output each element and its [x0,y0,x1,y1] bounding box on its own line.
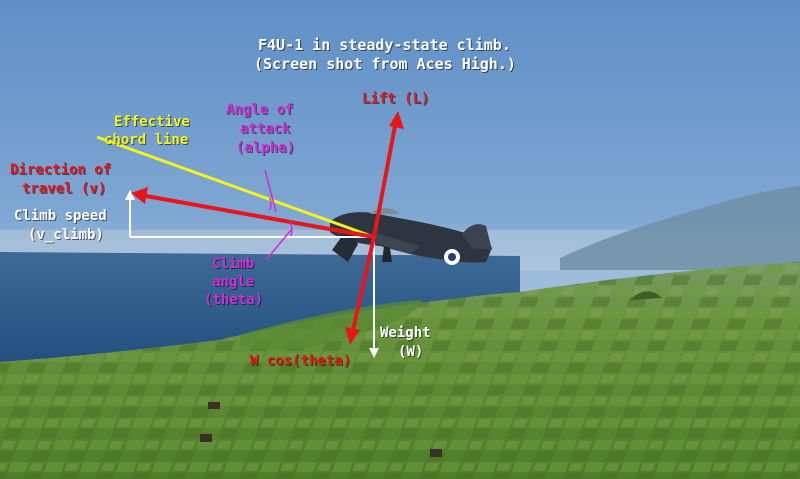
lift-vector [372,125,397,238]
lift-label: Lift (L) [362,91,430,107]
title-line-1: F4U-1 in steady-state climb. [258,36,511,54]
sea [0,252,520,362]
angle-of-attack-label-3: (alpha) [236,140,296,156]
chord-line-label-1: Effective [114,114,190,130]
direction-of-travel-arrowhead [131,187,148,204]
insignia-center [448,253,456,261]
weight-arrowhead [369,348,379,358]
headland [240,300,422,350]
weight-label-1: Weight [380,325,431,341]
small-hill [630,291,662,300]
climb-angle-pointer [265,229,292,261]
vector-overlay [96,111,404,358]
climb-speed-arrowhead [125,190,135,200]
ground-vehicle [200,434,212,442]
climb-speed-label-2: (v_climb) [28,227,104,243]
ground-vehicle [208,402,220,409]
lift-arrowhead [389,111,404,129]
climb-angle-label-3: (theta) [204,292,264,308]
direction-of-travel-vector [145,194,375,239]
weight-label-2: (W) [398,344,424,360]
title-line-2: (Screen shot from Aces High.) [254,55,516,73]
wing [372,232,420,254]
farm-fields [0,262,800,479]
w-cos-theta-arrowhead [345,327,360,345]
climb-angle-arc [289,221,293,237]
angle-of-attack-pointer [264,169,277,213]
chord-line-label-2: chord line [104,132,189,148]
ground-vehicle [430,449,442,457]
direction-of-travel-label-1: Direction of [10,162,112,178]
climb-speed-label-1: Climb speed [14,208,107,224]
tail-fin [462,224,492,250]
angle-of-attack-arc [269,197,272,211]
effective-chord-line [96,135,375,239]
angle-of-attack-label-2: attack [240,121,291,137]
f4u-aircraft [330,208,492,265]
distant-mountain [560,186,800,270]
landing-gear [382,246,392,262]
direction-of-travel-label-2: travel (v) [22,181,107,197]
climb-angle-label-1: Climb [212,256,255,272]
angle-of-attack-label-1: Angle of [226,102,294,118]
w-cos-theta-label: W cos(theta) [250,353,352,369]
climb-angle-label-2: angle [212,274,255,290]
w-cos-theta-vector [351,236,376,331]
